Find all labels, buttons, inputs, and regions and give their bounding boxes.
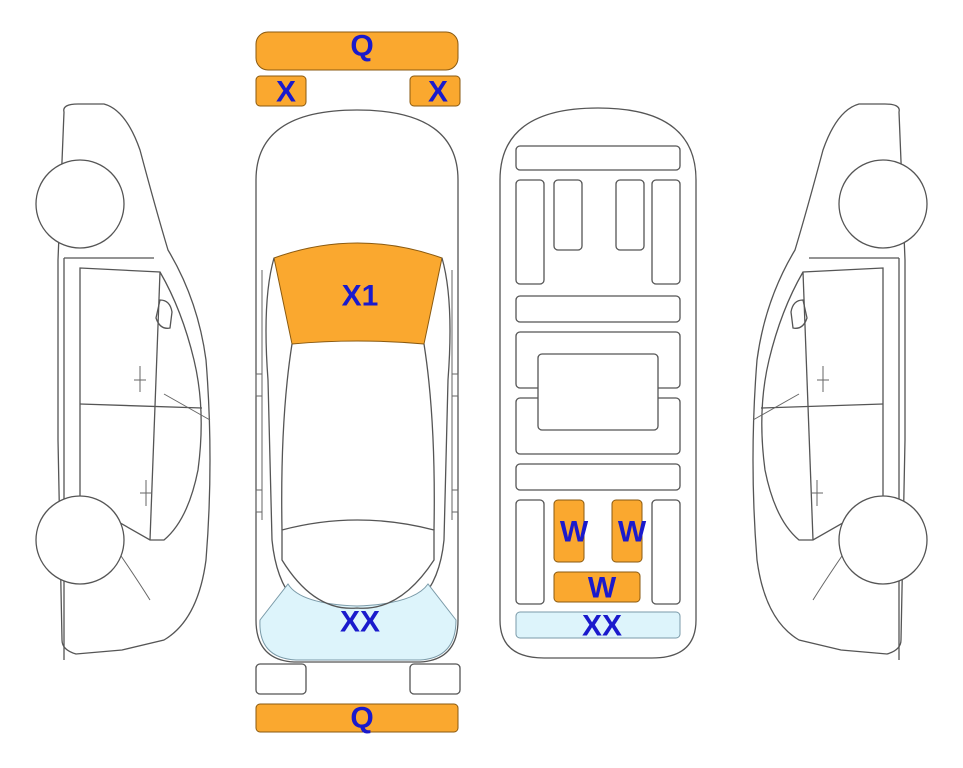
zone-rear-bumper bbox=[255, 703, 459, 733]
zone-headlight-left bbox=[255, 75, 307, 107]
label-windshield: X1 bbox=[342, 280, 379, 313]
zone-trunk-panel bbox=[515, 611, 681, 639]
label-headlight-right: X bbox=[428, 76, 448, 109]
zone-headlight-right bbox=[409, 75, 461, 107]
zone-rear-seat-bench bbox=[553, 571, 641, 603]
label-trunk-panel: XX bbox=[582, 610, 622, 643]
label-headlight-left: X bbox=[276, 76, 296, 109]
zone-front-bumper bbox=[255, 31, 459, 71]
zone-rear-seat-right bbox=[611, 499, 643, 563]
wheel-front-right bbox=[838, 159, 928, 249]
label-front-bumper: Q bbox=[350, 30, 373, 63]
zone-rear-window bbox=[259, 583, 457, 661]
car-side-view-left bbox=[35, 103, 211, 660]
car-top-view bbox=[255, 31, 461, 733]
tail-light-left bbox=[255, 663, 307, 695]
zone-labels: Q X X X1 XX Q W W W XX bbox=[276, 30, 647, 735]
wheel-rear bbox=[35, 495, 125, 585]
car-interior-view bbox=[499, 107, 697, 659]
car-side-view-right bbox=[752, 103, 928, 660]
tail-light-right bbox=[409, 663, 461, 695]
wheel-rear-right bbox=[838, 495, 928, 585]
zone-rear-seat-left bbox=[553, 499, 585, 563]
label-rear-seat-bench: W bbox=[588, 572, 617, 605]
label-rear-seat-right: W bbox=[618, 516, 647, 549]
label-rear-seat-left: W bbox=[560, 516, 589, 549]
wheel-front bbox=[35, 159, 125, 249]
label-rear-window: XX bbox=[340, 606, 380, 639]
label-rear-bumper: Q bbox=[350, 702, 373, 735]
